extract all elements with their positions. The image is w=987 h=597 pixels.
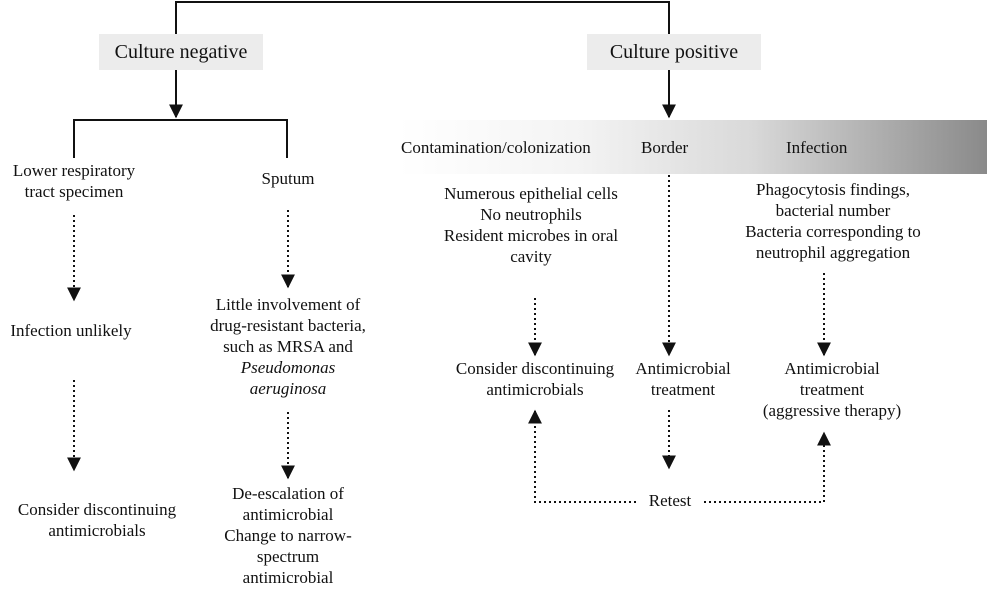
deescalation-line-2: antimicrobial xyxy=(242,505,334,524)
positive-discontinue-line-2: antimicrobials xyxy=(486,380,584,399)
infection-findings-node: Phagocytosis findings, bacterial number … xyxy=(718,179,948,263)
border-treatment-node: Antimicrobial treatment xyxy=(620,358,746,400)
lower-resp-node: Lower respiratory tract specimen xyxy=(0,160,148,202)
negative-split-bracket xyxy=(73,119,288,158)
infection-findings-line-4: neutrophil aggregation xyxy=(755,243,911,262)
retest-to-aggressive-arrow xyxy=(704,431,831,503)
deescalation-node: De-escalation of antimicrobial Change to… xyxy=(208,483,368,588)
little-involvement-node: Little involvement of drug-resistant bac… xyxy=(183,294,393,399)
deescalation-line-1: De-escalation of xyxy=(232,484,344,503)
positive-discontinue-line-1: Consider discontinuing xyxy=(455,359,615,378)
contamination-line-4: cavity xyxy=(510,247,552,266)
aggressive-treatment-line-1: Antimicrobial xyxy=(784,359,880,378)
pseudomonas-line-1: Pseudomonas xyxy=(240,358,336,377)
culture-positive-header: Culture positive xyxy=(587,34,761,70)
infection-findings-line-2: bacterial number xyxy=(775,201,891,220)
infection-unlikely-label: Infection unlikely xyxy=(10,321,132,340)
contamination-findings-node: Numerous epithelial cells No neutrophils… xyxy=(420,183,642,267)
involvement-line-1: Little involvement of xyxy=(215,295,361,314)
band-border-label: Border xyxy=(641,138,689,157)
contamination-line-2: No neutrophils xyxy=(480,205,582,224)
infection-findings-line-1: Phagocytosis findings, xyxy=(756,180,910,199)
retest-to-discontinue-arrow xyxy=(528,409,636,503)
sputum-label: Sputum xyxy=(261,169,315,188)
top-bracket-line xyxy=(175,1,670,35)
aggressive-treatment-line-2: treatment xyxy=(799,380,865,399)
band-contamination-label: Contamination/colonization xyxy=(401,138,591,157)
border-treatment-line-2: treatment xyxy=(650,380,716,399)
deescalation-line-4: spectrum xyxy=(256,547,320,566)
culture-negative-label: Culture negative xyxy=(114,40,248,63)
band-infection-label: Infection xyxy=(786,138,848,157)
involvement-line-2: drug-resistant bacteria, xyxy=(210,316,366,335)
involvement-line-3: such as MRSA and xyxy=(223,337,353,356)
border-treatment-line-1: Antimicrobial xyxy=(635,359,731,378)
pseudomonas-line-2: aeruginosa xyxy=(249,379,327,398)
positive-gradient-band xyxy=(398,120,987,174)
negative-discontinue-line-1: Consider discontinuing xyxy=(17,500,177,519)
infection-unlikely-node: Infection unlikely xyxy=(0,320,142,341)
positive-discontinue-node: Consider discontinuing antimicrobials xyxy=(424,358,646,400)
negative-discontinue-node: Consider discontinuing antimicrobials xyxy=(0,499,194,541)
sputum-node: Sputum xyxy=(238,168,338,189)
lower-resp-line-1: Lower respiratory xyxy=(12,161,136,180)
retest-label: Retest xyxy=(636,490,704,511)
aggressive-treatment-line-3: (aggressive therapy) xyxy=(762,401,902,420)
deescalation-line-5: antimicrobial xyxy=(242,568,334,587)
culture-positive-label: Culture positive xyxy=(609,40,739,63)
deescalation-line-3: Change to narrow- xyxy=(224,526,352,545)
contamination-line-3: Resident microbes in oral xyxy=(443,226,619,245)
aggressive-treatment-node: Antimicrobial treatment (aggressive ther… xyxy=(748,358,916,421)
infection-findings-line-3: Bacteria corresponding to xyxy=(745,222,921,241)
contamination-line-1: Numerous epithelial cells xyxy=(444,184,618,203)
culture-negative-header: Culture negative xyxy=(99,34,263,70)
negative-discontinue-line-2: antimicrobials xyxy=(48,521,146,540)
lower-resp-line-2: tract specimen xyxy=(24,182,124,201)
